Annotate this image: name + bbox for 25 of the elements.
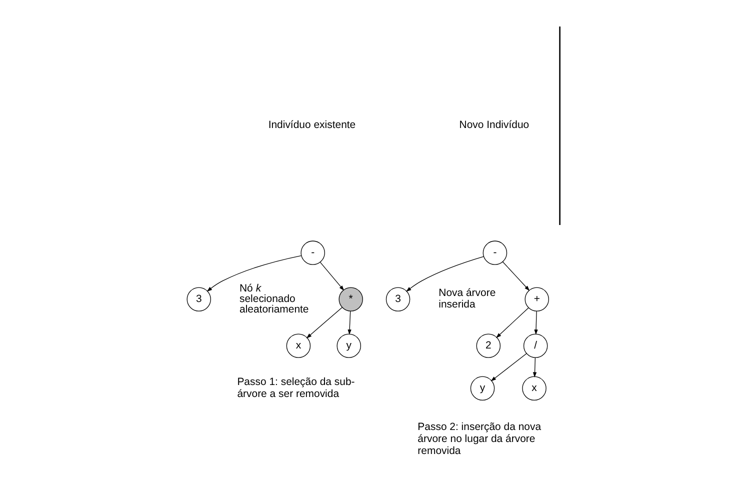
node-circle: 3 <box>186 287 211 312</box>
arrow <box>502 261 530 291</box>
node-circle: * <box>338 287 363 312</box>
arrow <box>348 310 352 335</box>
arrow <box>496 308 529 338</box>
label: Indivíduo existente <box>268 120 356 132</box>
node-circle: / <box>523 334 548 358</box>
node-circle: - <box>482 240 508 265</box>
arrow <box>306 307 343 338</box>
node-circle: - <box>300 240 325 265</box>
arrow <box>532 357 537 378</box>
arrow <box>534 310 538 335</box>
label: Passo 1: seleção da sub-árvore a ser removida <box>237 376 355 400</box>
arrow <box>206 255 302 292</box>
node-circle: y <box>470 376 495 401</box>
label: Passo 2: inserção da nova árvore no lugar da árvore removida <box>418 422 542 457</box>
node-circle: y <box>336 334 362 358</box>
arrow <box>490 353 527 382</box>
arrow <box>406 256 484 292</box>
label: Novo Indivíduo <box>459 120 530 132</box>
node-circle: + <box>524 287 550 312</box>
node-circle: x <box>522 376 546 401</box>
node-label: Nova árvore inserida <box>438 288 496 311</box>
arrow <box>320 262 344 291</box>
node-label: Nó k selecionado aleatoriamente <box>240 283 309 316</box>
